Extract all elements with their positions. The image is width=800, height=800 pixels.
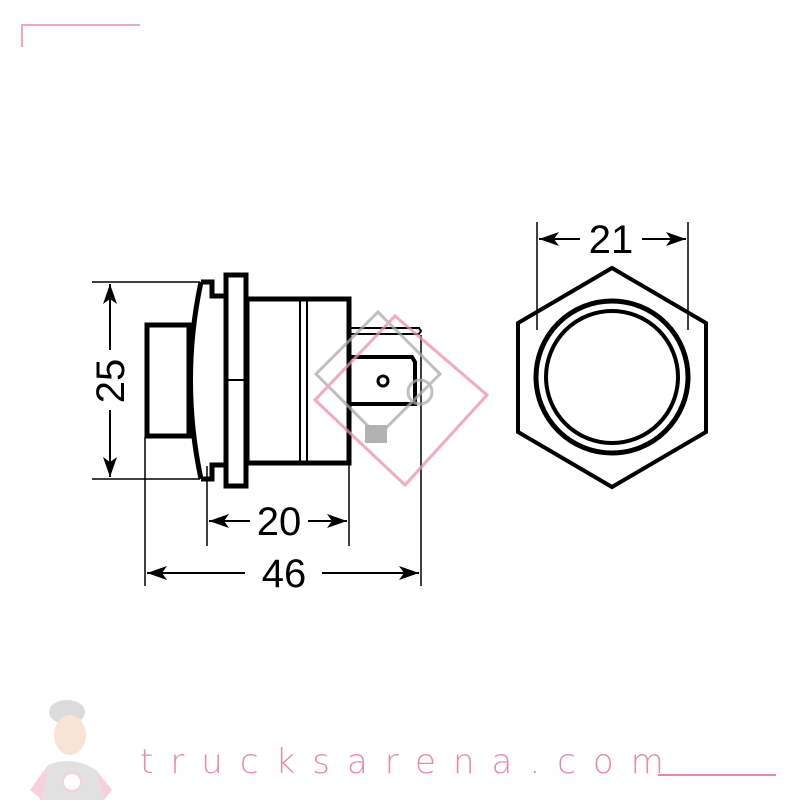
watermark-logo xyxy=(312,309,490,488)
front-view xyxy=(516,222,708,490)
corner-mark xyxy=(21,24,140,47)
dimension-hex-width-label: 21 xyxy=(589,218,634,262)
dimension-height-label: 25 xyxy=(89,359,133,404)
brand-watermark-text: trucksarena.com xyxy=(140,742,681,782)
dimension-body-length-label: 20 xyxy=(257,500,302,544)
side-view xyxy=(92,272,423,586)
dimension-total-length-label: 46 xyxy=(262,552,307,596)
mascot-image xyxy=(30,700,112,800)
